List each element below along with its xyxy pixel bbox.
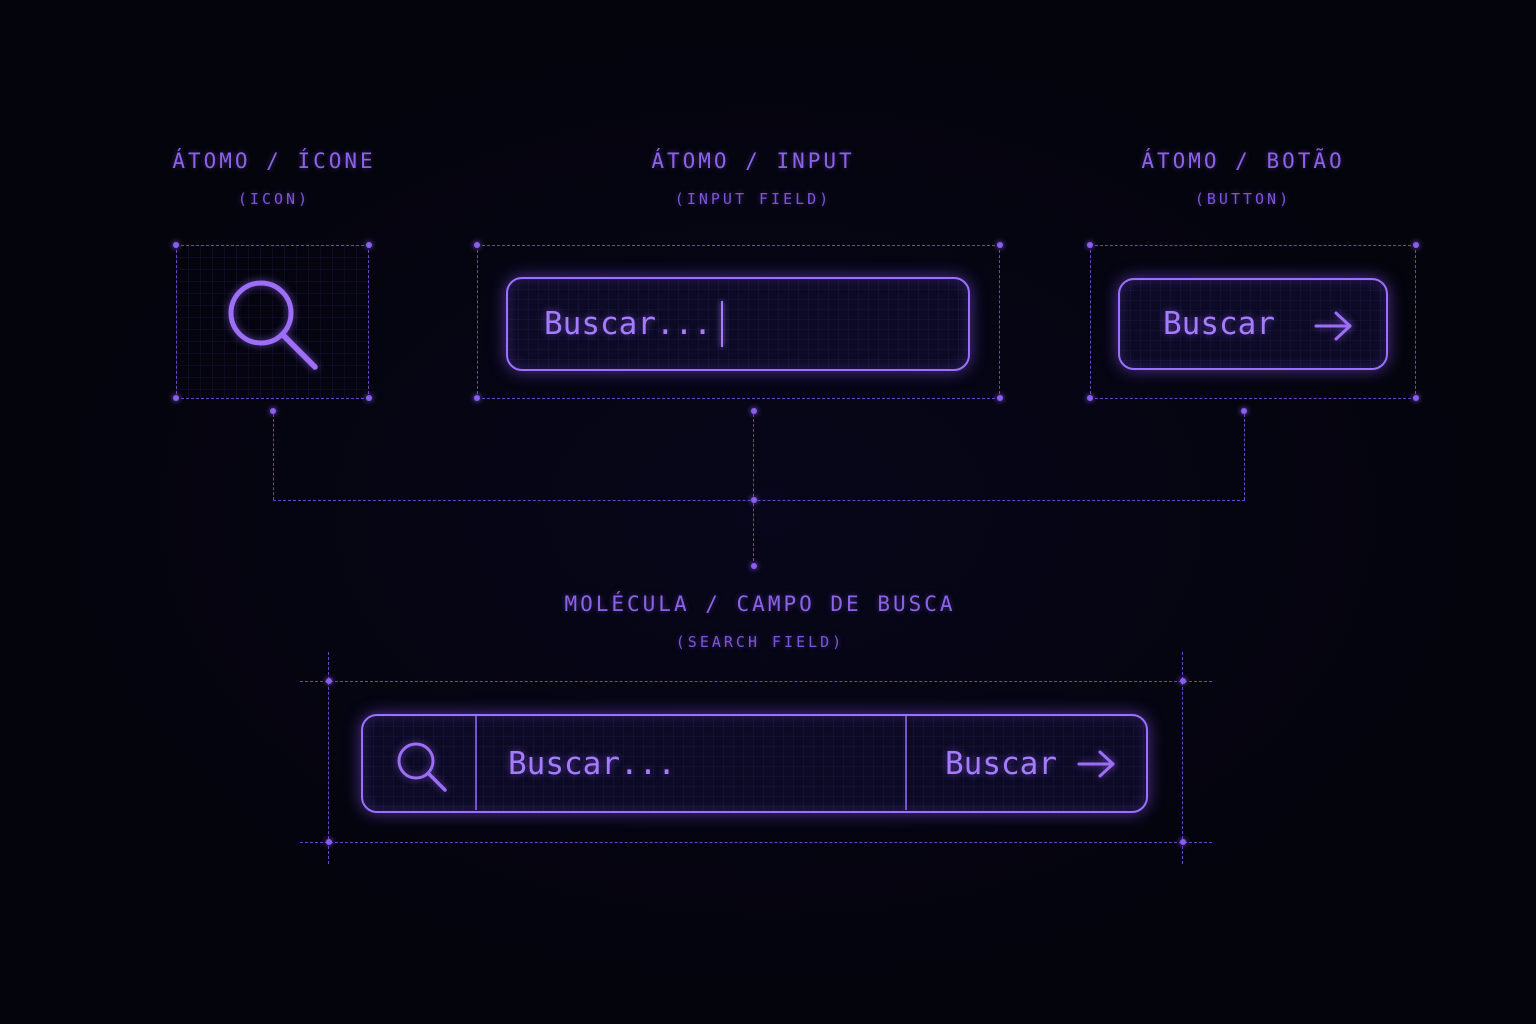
atom-input-frame bbox=[477, 245, 1000, 399]
connector-line bbox=[273, 414, 274, 500]
divider bbox=[905, 716, 907, 810]
corner-dot bbox=[997, 395, 1003, 401]
corner-dot bbox=[366, 395, 372, 401]
corner-dot bbox=[997, 242, 1003, 248]
corner-dot bbox=[326, 678, 332, 684]
connector-line bbox=[273, 500, 1245, 501]
search-icon bbox=[397, 742, 447, 792]
search-field[interactable]: Buscar... Buscar bbox=[361, 714, 1148, 813]
junction-dot bbox=[751, 497, 757, 503]
atom-icon-frame bbox=[176, 245, 369, 399]
divider bbox=[475, 716, 477, 810]
input-field[interactable]: Buscar... bbox=[506, 277, 970, 371]
connector-line bbox=[753, 414, 754, 566]
arrow-right-icon bbox=[1314, 311, 1352, 341]
junction-dot bbox=[751, 563, 757, 569]
atom-icon-title: ÁTOMO / ÍCONE bbox=[172, 149, 376, 173]
guide-line bbox=[328, 652, 329, 864]
input-placeholder: Buscar... bbox=[544, 306, 712, 342]
guide-line bbox=[1182, 652, 1183, 864]
corner-dot bbox=[474, 242, 480, 248]
atom-input-title: ÁTOMO / INPUT bbox=[651, 149, 855, 173]
connector-dot bbox=[751, 408, 757, 414]
atom-button-title: ÁTOMO / BOTÃO bbox=[1141, 149, 1345, 173]
search-input[interactable]: Buscar... bbox=[508, 746, 676, 782]
guide-line bbox=[300, 681, 1212, 682]
search-button[interactable]: Buscar bbox=[1118, 278, 1388, 370]
corner-dot bbox=[366, 242, 372, 248]
atom-icon-subtitle: (ICON) bbox=[237, 190, 311, 208]
corner-dot bbox=[1087, 395, 1093, 401]
search-submit-button[interactable]: Buscar bbox=[907, 716, 1145, 810]
atom-icon-grid bbox=[176, 245, 368, 398]
corner-dot bbox=[1413, 242, 1419, 248]
connector-line bbox=[1244, 414, 1245, 500]
corner-dot bbox=[1087, 242, 1093, 248]
search-icon bbox=[228, 280, 318, 370]
molecule-title: MOLÉCULA / CAMPO DE BUSCA bbox=[564, 592, 956, 616]
connector-dot bbox=[270, 408, 276, 414]
corner-dot bbox=[326, 839, 332, 845]
search-submit-label: Buscar bbox=[945, 746, 1057, 782]
corner-dot bbox=[173, 395, 179, 401]
arrow-right-icon bbox=[1077, 750, 1115, 778]
molecule-subtitle: (SEARCH FIELD) bbox=[675, 633, 845, 651]
atom-button-subtitle: (BUTTON) bbox=[1194, 190, 1292, 208]
corner-dot bbox=[1413, 395, 1419, 401]
guide-line bbox=[300, 842, 1212, 843]
atom-button-frame bbox=[1090, 245, 1416, 399]
corner-dot bbox=[1180, 678, 1186, 684]
corner-dot bbox=[173, 242, 179, 248]
connector-dot bbox=[1241, 408, 1247, 414]
text-caret bbox=[721, 301, 723, 347]
corner-dot bbox=[474, 395, 480, 401]
corner-dot bbox=[1180, 839, 1186, 845]
button-label: Buscar bbox=[1163, 306, 1275, 342]
atom-input-subtitle: (INPUT FIELD) bbox=[674, 190, 832, 208]
